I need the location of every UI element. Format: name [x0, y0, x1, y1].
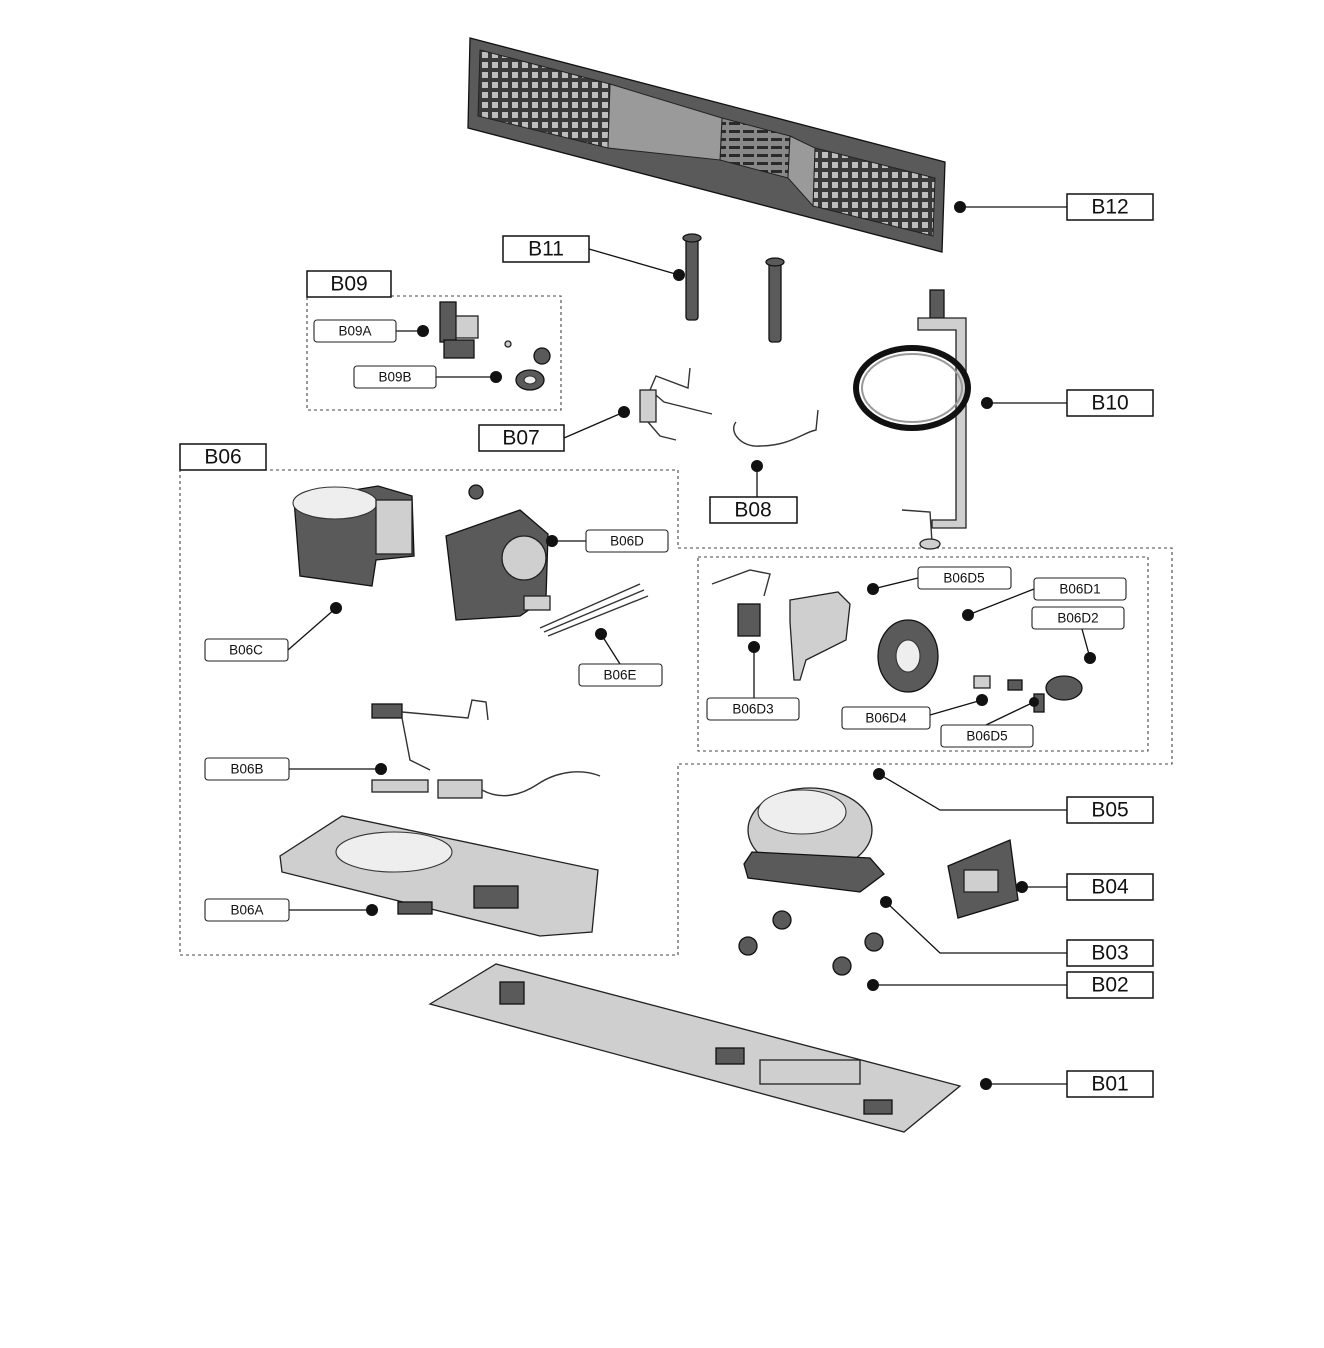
callout-b03: B03 [880, 896, 1154, 967]
callout-b06d1: B06D1 [962, 577, 1127, 621]
motor-part-d2 [1033, 675, 1083, 713]
callout-b06d2: B06D2 [1031, 606, 1125, 664]
callout-b08: B08 [709, 460, 798, 524]
motor-bracket-d5 [789, 591, 851, 681]
rear-grille-panel [467, 37, 946, 253]
label-b01: B01 [1091, 1073, 1128, 1096]
control-board-housing [279, 815, 599, 937]
relay-module [947, 839, 1019, 919]
callout-b02: B02 [867, 971, 1154, 999]
callout-b06d3: B06D3 [706, 641, 800, 721]
control-wire-harness [371, 699, 601, 799]
label-b09a: B09A [338, 324, 371, 339]
callout-b06: B06 [179, 443, 267, 471]
label-b07: B07 [502, 427, 539, 450]
label-b06d4: B06D4 [865, 711, 907, 726]
rubber-grommets [738, 910, 884, 976]
callout-b09b: B09B [353, 365, 502, 389]
label-b02: B02 [1091, 974, 1128, 997]
fan-wire-harness [539, 583, 649, 637]
callout-b05: B05 [873, 768, 1154, 824]
label-b06b: B06B [230, 762, 263, 777]
screws [682, 233, 785, 343]
group-b06d-inner-outline [697, 556, 1149, 752]
label-b06c: B06C [229, 643, 263, 658]
callout-b06d5-upper: B06D5 [867, 566, 1012, 595]
label-b09: B09 [330, 273, 367, 296]
label-b06d5-lower: B06D5 [966, 729, 1007, 744]
callout-b07: B07 [478, 406, 630, 452]
group-b09-outline [306, 295, 562, 411]
label-b11: B11 [528, 238, 564, 261]
label-b06d: B06D [610, 534, 644, 549]
callout-b01: B01 [980, 1070, 1154, 1098]
label-b05: B05 [1091, 799, 1128, 822]
label-b06d5-upper: B06D5 [943, 571, 984, 586]
callout-b09: B09 [306, 270, 392, 298]
callout-b11: B11 [502, 235, 685, 281]
callout-b06d: B06D [546, 529, 669, 553]
callout-b06b: B06B [204, 757, 387, 781]
capillary-tube [733, 409, 819, 447]
valve-assembly [439, 301, 551, 391]
callout-b10: B10 [981, 389, 1154, 417]
label-b10: B10 [1091, 392, 1128, 415]
motor-part-d4 [973, 675, 1023, 691]
callout-b06c: B06C [204, 602, 342, 662]
motor-part-d1 [877, 619, 939, 693]
fan-motor-assembly [445, 484, 551, 621]
callout-b06a: B06A [204, 898, 378, 922]
sensor-bracket [639, 367, 713, 441]
label-b06d2: B06D2 [1057, 611, 1098, 626]
label-b03: B03 [1091, 942, 1128, 965]
callout-b12: B12 [954, 193, 1154, 221]
base-plate [428, 963, 962, 1133]
label-b06: B06 [204, 446, 241, 469]
callout-b09a: B09A [313, 319, 429, 343]
label-b09b: B09B [378, 370, 411, 385]
label-b08: B08 [734, 499, 771, 522]
callout-b06e: B06E [578, 628, 663, 687]
label-b06d3: B06D3 [732, 702, 773, 717]
label-b06a: B06A [230, 903, 263, 918]
drain-tube-assembly [853, 289, 971, 550]
compressor [743, 787, 885, 893]
callout-b06d5-lower: B06D5 [940, 697, 1039, 748]
motor-part-d3 [711, 569, 771, 637]
label-b12: B12 [1091, 196, 1128, 219]
label-b06e: B06E [603, 668, 636, 683]
callout-b04: B04 [1016, 873, 1154, 901]
fan-shroud [292, 485, 415, 587]
callout-b06d4: B06D4 [841, 694, 988, 730]
label-b04: B04 [1091, 876, 1129, 899]
group-b06-outline [179, 469, 1173, 956]
label-b06d1: B06D1 [1059, 582, 1100, 597]
